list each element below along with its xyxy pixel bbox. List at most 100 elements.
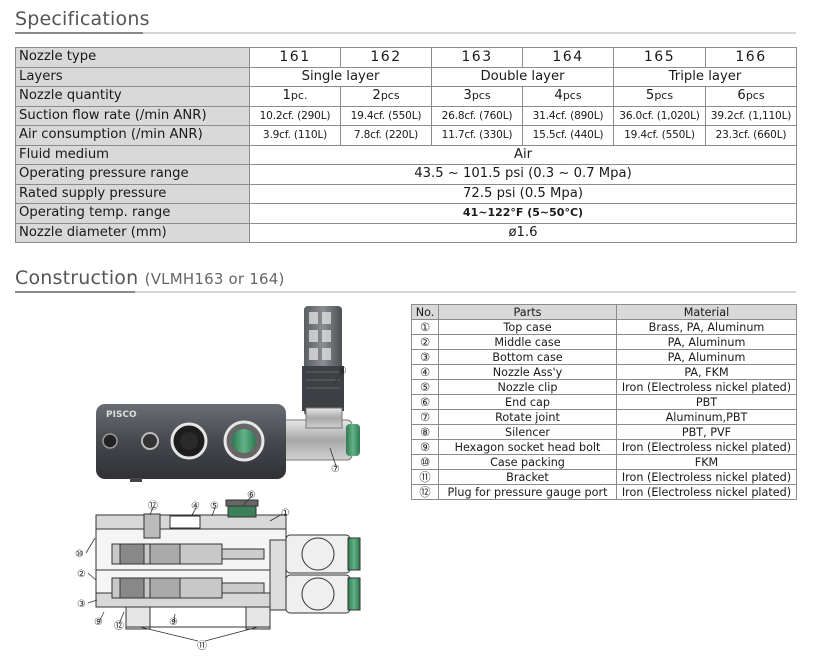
silencer-illustration (302, 306, 344, 416)
part-material: PBT, PVF (616, 424, 797, 440)
part-name: Top case (438, 319, 617, 335)
nozzle-diameter-value: ø1.6 (249, 222, 797, 243)
row-nozzle-quantity: Nozzle quantity 1pc. 2pcs 3pcs 4pcs 5pcs… (15, 86, 797, 107)
callout-4: ④ (191, 501, 200, 512)
part-name: Silencer (438, 424, 617, 440)
callout-1: ① (281, 508, 290, 519)
part-material: PA, FKM (616, 364, 797, 380)
construction-title: Construction (VLMH163 or 164) (15, 267, 285, 289)
construction-subtitle: (VLMH163 or 164) (144, 270, 285, 288)
part-no: ② (411, 334, 439, 350)
model-161: 161 (249, 47, 341, 68)
model-164: 164 (522, 47, 614, 68)
air-162: 7.8cf. (220L) (340, 125, 432, 146)
callout-8: ⑧ (338, 366, 347, 377)
suction-162: 19.4cf. (550L) (340, 105, 432, 126)
callout-6: ⑥ (247, 490, 256, 501)
callout-12-bottom: ⑫ (114, 620, 124, 632)
callout-11: ⑪ (197, 640, 207, 652)
callout-12-top: ⑫ (148, 500, 158, 512)
callout-5: ⑤ (210, 501, 219, 512)
qty-166: 6pcs (705, 86, 797, 107)
part-no: ⑧ (411, 424, 439, 440)
part-material: PA, Aluminum (616, 334, 797, 350)
header-parts: Parts (438, 304, 617, 320)
part-name: Case packing (438, 454, 617, 470)
layer-triple: Triple layer (613, 66, 797, 87)
part-no: ⑥ (411, 394, 439, 410)
part-no: ⑨ (411, 439, 439, 455)
qty-163: 3pcs (431, 86, 523, 107)
part-no: ⑤ (411, 379, 439, 395)
callout-7: ⑦ (331, 464, 340, 475)
part-name: Rotate joint (438, 409, 617, 425)
part-name: Nozzle clip (438, 379, 617, 395)
part-name: End cap (438, 394, 617, 410)
part-name: Middle case (438, 334, 617, 350)
suction-163: 26.8cf. (760L) (431, 105, 523, 126)
construction-underline (135, 291, 796, 293)
part-no: ③ (411, 349, 439, 365)
part-name: Nozzle Ass'y (438, 364, 617, 380)
label-nozzle-type: Nozzle type (15, 47, 250, 68)
part-no: ⑫ (411, 484, 439, 500)
callout-leaders (85, 371, 343, 642)
callout-2: ② (77, 569, 86, 580)
label-nozzle-diameter: Nozzle diameter (mm) (15, 222, 250, 243)
row-layers: Layers Single layer Double layer Triple … (15, 66, 797, 87)
part-name: Bracket (438, 469, 617, 485)
callout-labels: ⑧ ⑦ ⑩ ② ③ ⑨ ⑫ ④ ⑤ ⑥ ① ⑨ ⑪ ⑫ (75, 366, 347, 652)
part-no: ④ (411, 364, 439, 380)
part-no: ⑪ (411, 469, 439, 485)
callout-3: ③ (77, 599, 86, 610)
title-underline-accent (15, 32, 143, 34)
part-material: Iron (Electroless nickel plated) (616, 439, 797, 455)
title-underline (143, 32, 796, 34)
part-name: Plug for pressure gauge port (438, 484, 617, 500)
part-material: Iron (Electroless nickel plated) (616, 484, 797, 500)
part-name: Hexagon socket head bolt (438, 439, 617, 455)
specifications-title: Specifications (15, 8, 150, 30)
label-suction-flow: Suction flow rate (/min ANR) (15, 105, 250, 126)
row-air-consumption: Air consumption (/min ANR) 3.9cf. (110L)… (15, 125, 797, 146)
label-air-consumption: Air consumption (/min ANR) (15, 125, 250, 146)
layer-single: Single layer (249, 66, 432, 87)
part-no: ① (411, 319, 439, 335)
header-material: Material (616, 304, 797, 320)
part-no: ⑩ (411, 454, 439, 470)
model-165: 165 (613, 47, 706, 68)
layer-double: Double layer (431, 66, 614, 87)
part-material: FKM (616, 454, 797, 470)
air-163: 11.7cf. (330L) (431, 125, 523, 146)
construction-underline-accent (15, 291, 135, 293)
model-163: 163 (431, 47, 523, 68)
part-material: Brass, PA, Aluminum (616, 319, 797, 335)
header-no: No. (411, 304, 439, 320)
part-name: Bottom case (438, 349, 617, 365)
part-material: PBT (616, 394, 797, 410)
callout-9-bottom: ⑨ (169, 617, 178, 628)
callout-9-left: ⑨ (94, 617, 103, 628)
part-material: Iron (Electroless nickel plated) (616, 379, 797, 395)
cross-section-drawing (95, 499, 361, 630)
parts-table-header: No. Parts Material (411, 304, 797, 320)
ejector-body-illustration: PISCO (96, 404, 286, 482)
part-material: Aluminum,PBT (616, 409, 797, 425)
part-material: PA, Aluminum (616, 349, 797, 365)
part-material: Iron (Electroless nickel plated) (616, 469, 797, 485)
brand-label: PISCO (106, 410, 137, 420)
